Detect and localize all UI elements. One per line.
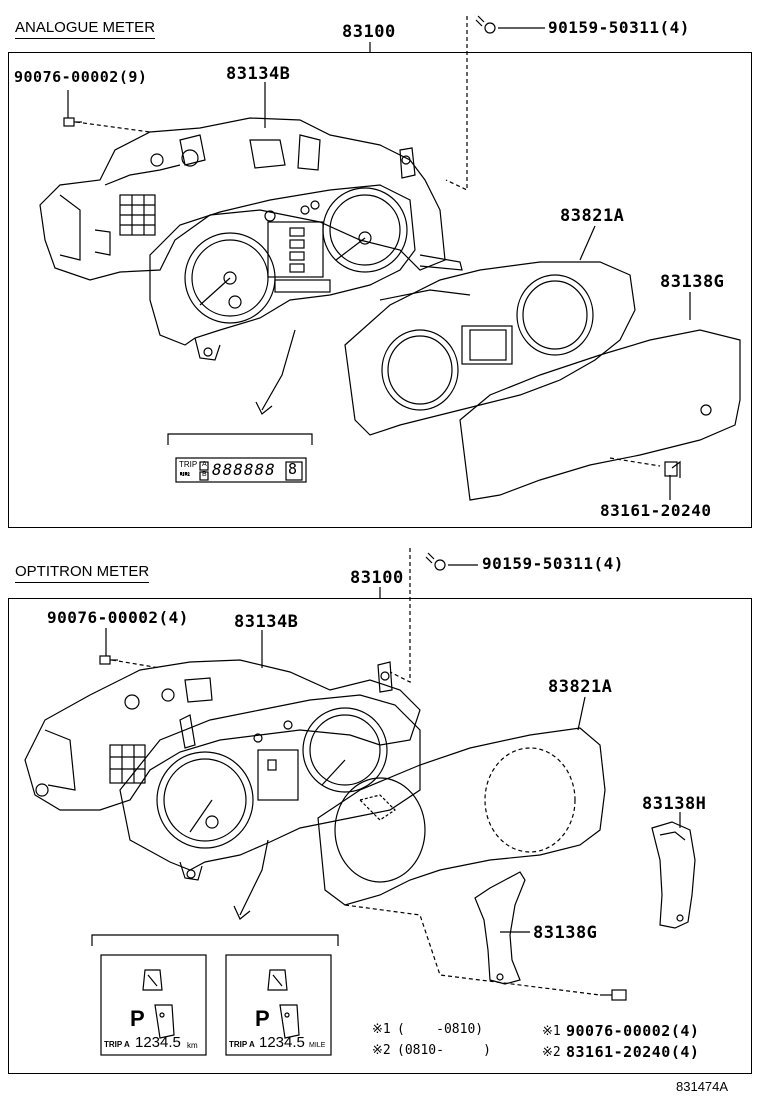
- arrow-head-top: [255, 401, 273, 415]
- display-bracket-bottom: [91, 934, 339, 946]
- glass-top: [459, 329, 741, 501]
- optitron-assembly-label: 83100: [350, 568, 404, 588]
- note-1-range: ( -0810): [397, 1022, 484, 1037]
- analogue-bolt-label: 90159-50311(4): [548, 18, 690, 37]
- odo-gear-digit: 8: [288, 460, 298, 478]
- odo-digits: 888888: [212, 460, 276, 479]
- analogue-pin-label: 83161-20240: [600, 501, 712, 520]
- display-bracket-top: [167, 433, 313, 445]
- display-mile-frame: [225, 954, 332, 1056]
- bolt-icon-bottom: [425, 552, 446, 571]
- leader-screw-dash-bottom: [111, 659, 161, 669]
- display-mile-gear: P: [255, 1006, 270, 1031]
- optitron-lens-label: 83821A: [548, 677, 613, 697]
- optitron-section-title: OPTITRON METER: [15, 564, 150, 583]
- leader-screw-dash: [75, 121, 151, 133]
- odo-trip-label: TRIP: [179, 460, 198, 469]
- odo-trip-b: B: [202, 471, 207, 478]
- analogue-lens-label: 83821A: [560, 206, 625, 226]
- part-1-number: 90076-00002(4): [566, 1022, 700, 1040]
- odo-display-top: [175, 457, 307, 483]
- seatbelt-icon-mile: [267, 969, 288, 991]
- seatbelt-icon-km: [142, 969, 163, 991]
- part-2-mark: ※2: [542, 1045, 561, 1060]
- note-2-range: (0810- ): [397, 1043, 491, 1058]
- door-icon-km: [154, 1004, 175, 1039]
- optitron-screw-label: 90076-00002(4): [47, 608, 189, 627]
- screw-icon-bottom-right: [600, 989, 627, 1001]
- analogue-section-title: ANALOGUE METER: [15, 20, 156, 39]
- analogue-assembly-label: 83100: [342, 22, 396, 42]
- arrow-line-top: [261, 329, 296, 411]
- arrow-head-bottom: [233, 905, 251, 920]
- optitron-frame: [8, 598, 752, 1074]
- leader-bolt-dash-bottom: [389, 548, 411, 683]
- leader-bolt-dash: [445, 16, 468, 191]
- leader-pin-dash-bottom: [344, 904, 601, 996]
- optitron-bracket-label: 83134B: [234, 612, 299, 632]
- display-km-trip: TRIP A: [104, 1040, 130, 1049]
- rear-housing-top: [39, 117, 463, 281]
- analogue-glass-label: 83138G: [660, 272, 725, 292]
- display-km-frame: [100, 954, 207, 1056]
- screw-icon-left: [63, 117, 82, 127]
- meter-face-top: [149, 184, 416, 361]
- lens-top: [344, 261, 636, 436]
- part-1-mark: ※1: [542, 1024, 561, 1039]
- glass-g-bottom: [474, 871, 526, 985]
- arrow-line-bottom: [239, 839, 269, 916]
- optitron-bolt-label: 90159-50311(4): [482, 554, 624, 573]
- analogue-bracket-label: 83134B: [226, 64, 291, 84]
- analogue-frame: [8, 52, 752, 528]
- lens-bottom: [317, 727, 606, 906]
- display-mile-trip: TRIP A: [229, 1040, 255, 1049]
- rear-housing-bottom: [24, 659, 421, 811]
- bolt-icon-top: [475, 15, 496, 34]
- analogue-screw-label: 90076-00002(9): [14, 68, 148, 86]
- leader-lens-bottom: [577, 696, 586, 731]
- odo-code-mark: [180, 472, 190, 476]
- door-icon-mile: [279, 1004, 300, 1039]
- note-1-mark: ※1: [372, 1022, 391, 1037]
- optitron-glass-h-label: 83138H: [642, 794, 707, 814]
- meter-face-bottom: [119, 694, 421, 881]
- diagram-code: 831474A: [676, 1079, 729, 1094]
- display-mile-unit: MILE: [309, 1042, 326, 1049]
- display-mile-value: 1234.5: [259, 1034, 305, 1051]
- note-2-mark: ※2: [372, 1043, 391, 1058]
- leader-lens: [579, 225, 596, 261]
- display-km-gear: P: [130, 1006, 145, 1031]
- display-km-unit: km: [187, 1041, 198, 1050]
- glass-h: [651, 821, 696, 929]
- display-km-value: 1234.5: [135, 1034, 181, 1051]
- optitron-glass-g-label: 83138G: [533, 923, 598, 943]
- part-2-number: 83161-20240(4): [566, 1043, 700, 1061]
- odo-code: ODO: [178, 471, 194, 478]
- odo-trip-a: A: [202, 461, 207, 468]
- screw-icon-bottom-left: [99, 655, 118, 665]
